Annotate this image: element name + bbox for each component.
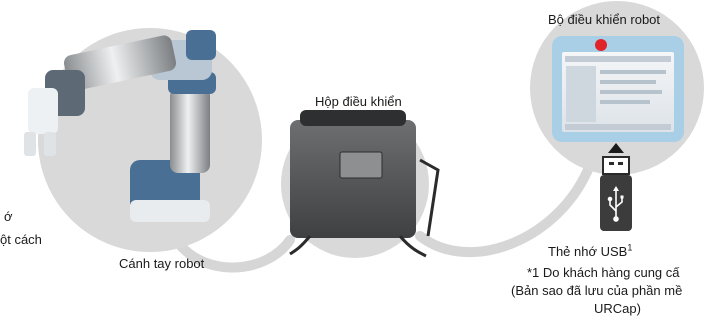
emergency-stop-icon bbox=[595, 39, 607, 51]
footnote-line-2: (Bản sao đã lưu của phần mề bbox=[511, 283, 682, 298]
left-fragment-label-2: ột cách bbox=[0, 232, 42, 247]
teach-pendant-image bbox=[552, 36, 684, 142]
usb-name: Thẻ nhớ USB bbox=[548, 244, 627, 259]
teach-pendant-label: Bộ điều khiển robot bbox=[548, 12, 660, 27]
usb-footnote-mark: 1 bbox=[627, 243, 632, 253]
usb-stick-image bbox=[600, 157, 632, 231]
control-box-label: Hộp điều khiển bbox=[315, 94, 402, 109]
footnote-line-1: *1 Do khách hàng cung cấ bbox=[527, 265, 680, 280]
usb-label: Thẻ nhớ USB1 bbox=[548, 244, 632, 259]
footnote-line-3: URCap) bbox=[594, 301, 641, 316]
box-to-pendant-cable bbox=[420, 165, 590, 252]
left-fragment-label-1: ớ bbox=[4, 209, 13, 224]
robot-arm-label: Cánh tay robot bbox=[119, 256, 204, 271]
